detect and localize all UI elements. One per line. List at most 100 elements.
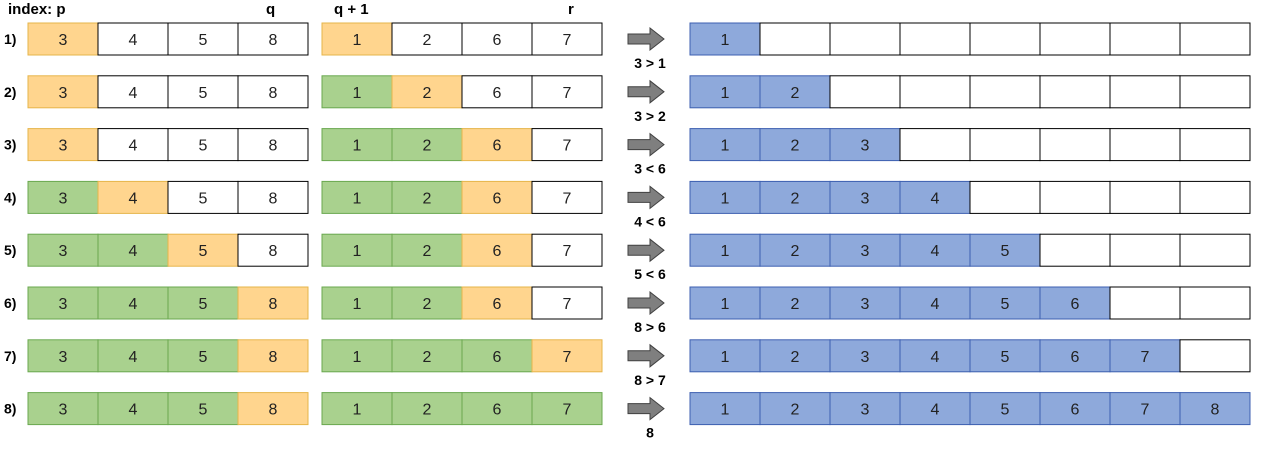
- left-cell: 8: [237, 286, 309, 320]
- result-cell-empty: [1179, 22, 1251, 56]
- result-cell-value: 3: [861, 349, 870, 366]
- result-cell-empty: [1109, 286, 1181, 320]
- right-cell-value: 7: [563, 296, 572, 313]
- left-cell: 4: [97, 392, 169, 426]
- result-cell-value: 2: [791, 85, 800, 102]
- right-cell-value: 1: [353, 296, 362, 313]
- comparison-label: 8 > 6: [634, 319, 666, 335]
- right-arrow-icon: [627, 238, 665, 263]
- result-cell-empty: [1179, 339, 1251, 373]
- result-cell: 3: [829, 286, 901, 320]
- right-cell-value: 1: [353, 243, 362, 260]
- result-cell-value: 6: [1071, 349, 1080, 366]
- result-cell-value: 6: [1071, 296, 1080, 313]
- left-cell-value: 3: [59, 402, 68, 419]
- right-cell: 7: [531, 128, 603, 162]
- result-cell-empty: [1039, 128, 1111, 162]
- result-cell-empty: [969, 180, 1041, 214]
- header-r: r: [568, 1, 574, 18]
- left-cell: 4: [97, 75, 169, 109]
- result-cell-value: 1: [721, 402, 730, 419]
- left-cell: 4: [97, 339, 169, 373]
- left-cell: 3: [27, 233, 99, 267]
- result-cell-empty: [1039, 233, 1111, 267]
- left-cell-value: 8: [269, 85, 278, 102]
- result-cell-empty: [829, 22, 901, 56]
- comparison-label: 3 < 6: [634, 161, 666, 177]
- left-cell: 4: [97, 128, 169, 162]
- right-cell: 2: [391, 286, 463, 320]
- left-cell-value: 4: [129, 402, 138, 419]
- right-cell: 6: [461, 286, 533, 320]
- right-cell-value: 2: [423, 138, 432, 155]
- result-cell-empty: [969, 128, 1041, 162]
- right-cell-value: 1: [353, 85, 362, 102]
- left-cell: 5: [167, 128, 239, 162]
- left-cell-value: 4: [129, 190, 138, 207]
- left-cell-value: 5: [199, 296, 208, 313]
- step-label: 5): [4, 242, 16, 258]
- right-cell-value: 6: [493, 402, 502, 419]
- right-cell-value: 1: [353, 402, 362, 419]
- result-cell-empty: [1179, 128, 1251, 162]
- result-cell: 6: [1039, 392, 1111, 426]
- left-cell: 5: [167, 233, 239, 267]
- result-cell: 5: [969, 286, 1041, 320]
- result-cell: 3: [829, 392, 901, 426]
- left-cell: 3: [27, 128, 99, 162]
- result-cell-empty: [1039, 75, 1111, 109]
- left-cell: 5: [167, 392, 239, 426]
- left-cell: 5: [167, 22, 239, 56]
- right-cell: 6: [461, 339, 533, 373]
- right-cell: 1: [321, 233, 393, 267]
- left-cell: 5: [167, 75, 239, 109]
- result-cell-empty: [899, 22, 971, 56]
- result-cell-empty: [1109, 180, 1181, 214]
- result-cell-empty: [1109, 22, 1181, 56]
- result-cell-value: 2: [791, 138, 800, 155]
- step-label: 1): [4, 31, 16, 47]
- result-cell: 4: [899, 392, 971, 426]
- left-cell-value: 3: [59, 349, 68, 366]
- result-cell-value: 3: [861, 138, 870, 155]
- right-cell-value: 7: [563, 190, 572, 207]
- left-cell: 5: [167, 339, 239, 373]
- result-cell: 2: [759, 128, 831, 162]
- left-cell-value: 3: [59, 32, 68, 49]
- step-label: 4): [4, 189, 16, 205]
- result-cell-value: 4: [931, 190, 940, 207]
- right-arrow-icon: [627, 26, 665, 52]
- left-cell: 5: [167, 180, 239, 214]
- right-cell: 1: [321, 75, 393, 109]
- result-cell: 5: [969, 392, 1041, 426]
- right-cell: 2: [391, 339, 463, 373]
- left-cell-value: 4: [129, 85, 138, 102]
- right-cell: 1: [321, 339, 393, 373]
- result-cell-value: 2: [791, 402, 800, 419]
- left-cell: 5: [167, 286, 239, 320]
- left-cell: 3: [27, 339, 99, 373]
- result-cell: 8: [1179, 392, 1251, 426]
- result-cell-value: 7: [1141, 402, 1150, 419]
- result-cell-empty: [1179, 75, 1251, 109]
- header-index-p: index: p: [8, 1, 66, 18]
- result-cell-value: 3: [861, 296, 870, 313]
- right-cell-value: 6: [493, 85, 502, 102]
- right-cell: 2: [391, 75, 463, 109]
- left-cell: 8: [237, 233, 309, 267]
- left-cell: 4: [97, 180, 169, 214]
- left-cell: 3: [27, 392, 99, 426]
- result-cell: 7: [1109, 339, 1181, 373]
- left-cell: 4: [97, 22, 169, 56]
- left-cell-value: 4: [129, 32, 138, 49]
- left-cell-value: 3: [59, 190, 68, 207]
- right-cell-value: 7: [563, 349, 572, 366]
